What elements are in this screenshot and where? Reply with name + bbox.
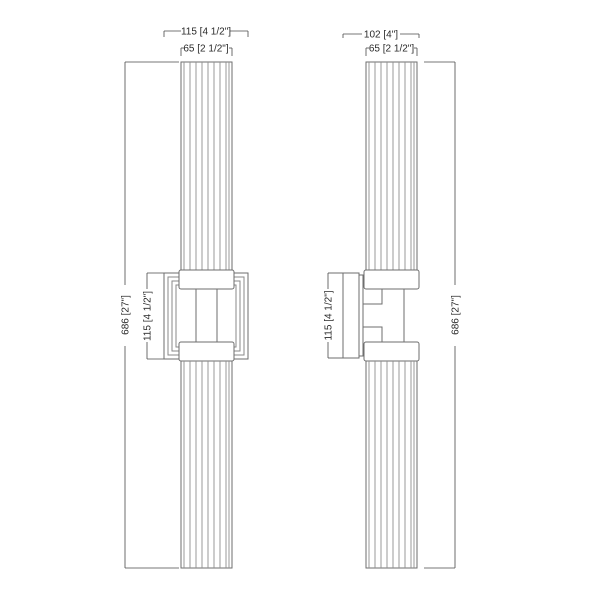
side-overall-depth-label: 102 [4"]: [364, 30, 398, 41]
side-upper-collar: [363, 269, 420, 290]
front-overall-width-dimension: 115 [4 1/2"]: [163, 27, 249, 38]
front-upper-collar: [178, 269, 235, 290]
front-height-label: 686 [27"]: [121, 295, 132, 335]
side-view: 102 [4"] 65 [2 1/2"] 686 [27"] 115 [4 1/…: [324, 30, 462, 569]
side-lower-shade: [365, 360, 418, 569]
front-overall-width-label: 115 [4 1/2"]: [181, 27, 231, 38]
side-backplate-height-label: 115 [4 1/2"]: [324, 290, 335, 340]
side-height-dimension: 686 [27"]: [424, 61, 462, 569]
front-center-stem: [181, 289, 232, 342]
side-arm-bracket: [363, 288, 405, 343]
front-upper-flutes: [183, 62, 230, 272]
front-shade-width-dimension: 65 [2 1/2"]: [180, 44, 233, 56]
front-view: 115 [4 1/2"] 65 [2 1/2"] 686 [27"] 115 […: [121, 27, 249, 569]
front-lower-flutes: [183, 361, 230, 568]
front-lower-collar: [178, 341, 235, 362]
side-backplate: [342, 272, 364, 359]
side-backplate-height-dimension: 115 [4 1/2"]: [324, 272, 343, 359]
front-backplate-height-label: 115 [4 1/2"]: [143, 291, 154, 341]
side-shade-width-label: 65 [2 1/2"]: [369, 44, 414, 55]
front-backplate-height-dimension: 115 [4 1/2"]: [143, 272, 164, 360]
side-upper-flutes: [368, 62, 415, 272]
side-overall-depth-dimension: 102 [4"]: [342, 30, 420, 41]
side-lower-collar: [363, 341, 420, 362]
side-shade-width-dimension: 65 [2 1/2"]: [365, 44, 418, 56]
front-upper-shade: [180, 61, 233, 273]
front-height-dimension: 686 [27"]: [121, 61, 179, 569]
side-lower-flutes: [368, 361, 415, 568]
side-height-label: 686 [27"]: [451, 295, 462, 335]
front-shade-width-label: 65 [2 1/2"]: [183, 44, 228, 55]
front-lower-shade: [180, 360, 233, 569]
side-upper-shade: [365, 61, 418, 273]
